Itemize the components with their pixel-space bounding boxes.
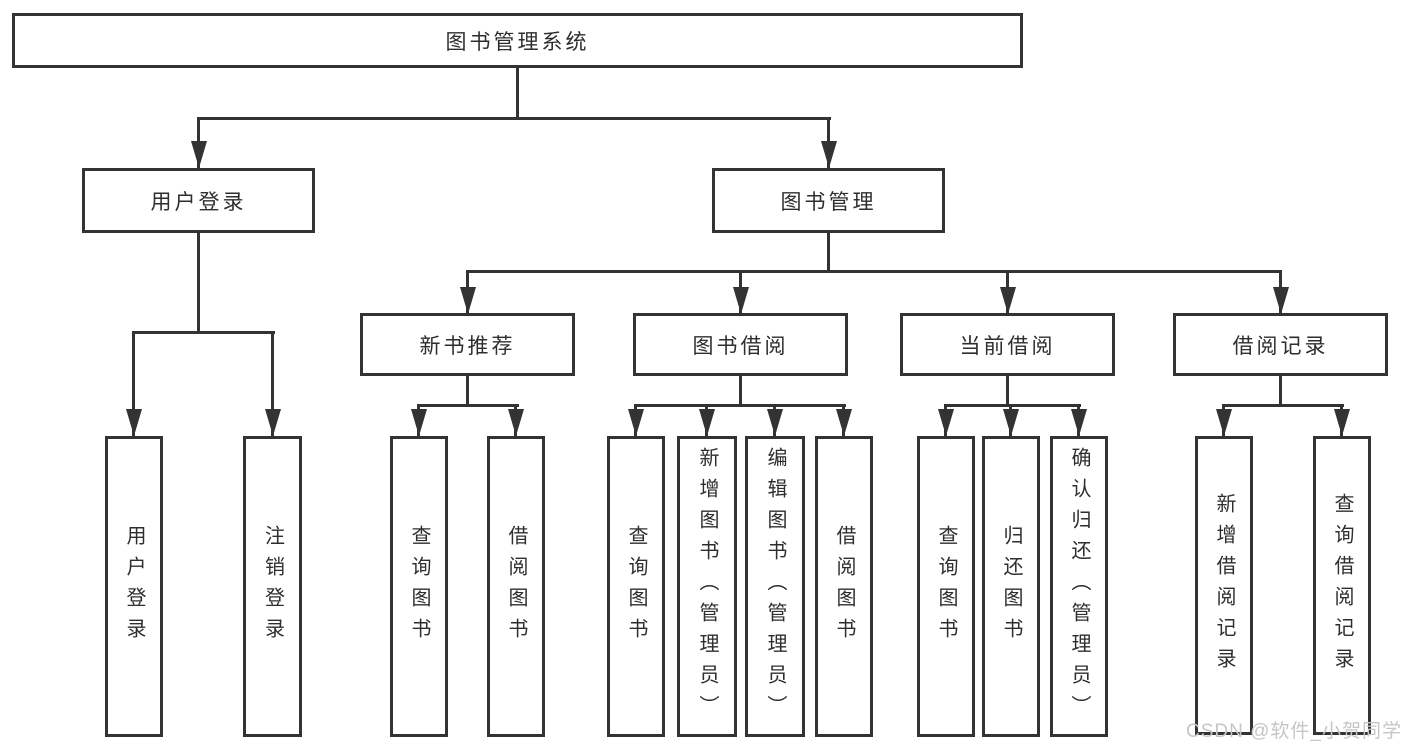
connector-line (466, 270, 1282, 273)
node-new-book-recommend: 新书推荐 (360, 313, 575, 376)
connector-arrow-down (944, 407, 947, 436)
leaf-borrow-books-borrow: 借阅图书 (815, 436, 873, 737)
connector-line (466, 376, 469, 407)
connector-arrow-down (466, 273, 469, 314)
connector-arrow-down (1279, 273, 1282, 314)
connector-line (132, 331, 275, 334)
connector-arrow-down (739, 273, 742, 314)
leaf-query-borrow-record: 查询借阅记录 (1313, 436, 1371, 735)
connector-arrow-down (1340, 407, 1343, 436)
connector-arrow-down (1077, 407, 1080, 436)
node-user-login: 用户登录 (82, 168, 315, 233)
node-borrow-records: 借阅记录 (1173, 313, 1388, 376)
leaf-add-borrow-record: 新增借阅记录 (1195, 436, 1253, 735)
leaf-logout: 注销登录 (243, 436, 302, 737)
connector-arrow-down (705, 407, 708, 436)
connector-arrow-down (197, 120, 200, 168)
connector-line (1006, 376, 1009, 407)
leaf-user-login: 用户登录 (105, 436, 163, 737)
connector-arrow-down (634, 407, 637, 436)
leaf-query-books-current: 查询图书 (917, 436, 975, 737)
connector-arrow-down (773, 407, 776, 436)
connector-arrow-down (132, 334, 135, 436)
connector-arrow-down (271, 334, 274, 436)
leaf-query-books-recommend: 查询图书 (390, 436, 448, 737)
connector-arrow-down (842, 407, 845, 436)
leaf-return-book: 归还图书 (982, 436, 1040, 737)
connector-line (417, 404, 519, 407)
connector-line (1222, 404, 1344, 407)
node-book-borrow: 图书借阅 (633, 313, 848, 376)
connector-arrow-down (1222, 407, 1225, 436)
node-book-management: 图书管理 (712, 168, 945, 233)
leaf-edit-book-admin: 编辑图书（管理员） (745, 436, 805, 737)
connector-line (516, 68, 519, 120)
connector-line (827, 233, 830, 273)
csdn-watermark: CSDN @软件_小贺同学 (1186, 721, 1402, 742)
connector-line (1279, 376, 1282, 407)
connector-arrow-down (827, 120, 830, 168)
connector-line (944, 404, 1081, 407)
connector-line (634, 404, 846, 407)
node-current-borrow: 当前借阅 (900, 313, 1115, 376)
leaf-confirm-return-admin: 确认归还（管理员） (1050, 436, 1108, 737)
connector-arrow-down (514, 407, 517, 436)
leaf-query-books-borrow: 查询图书 (607, 436, 665, 737)
connector-line (197, 117, 831, 120)
leaf-add-book-admin: 新增图书（管理员） (677, 436, 737, 737)
leaf-borrow-books-recommend: 借阅图书 (487, 436, 545, 737)
node-root: 图书管理系统 (12, 13, 1023, 68)
connector-line (197, 233, 200, 334)
connector-arrow-down (1009, 407, 1012, 436)
connector-arrow-down (417, 407, 420, 436)
connector-line (739, 376, 742, 407)
connector-arrow-down (1006, 273, 1009, 314)
